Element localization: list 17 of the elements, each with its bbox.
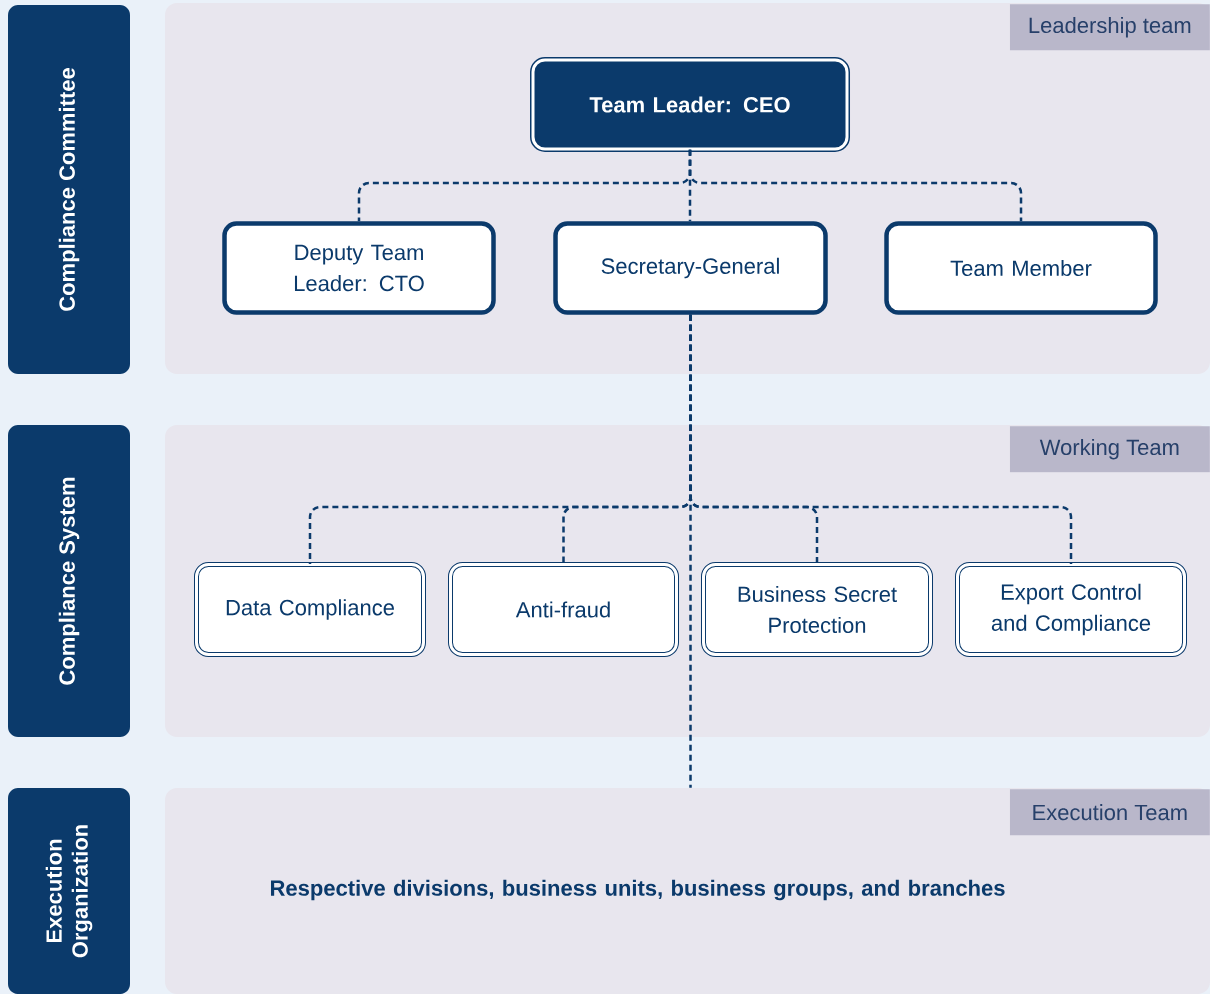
side-band: Compliance System (8, 425, 130, 737)
connector-line (688, 149, 1023, 222)
team-tag: Leadership team (1009, 4, 1210, 51)
role-box: Team Member (884, 221, 1158, 315)
role-box: Deputy Team Leader: CTO (222, 221, 496, 315)
function-box: Anti-fraud (448, 562, 679, 657)
team-tag: Execution Team (1009, 789, 1210, 836)
team-tag: Working Team (1009, 426, 1210, 473)
leader-box: Team Leader: CEO (530, 57, 850, 152)
function-box: Business Secret Protection (701, 562, 933, 657)
side-band: Compliance Committee (8, 5, 130, 374)
connector-line (689, 314, 692, 788)
body-text: Respective divisions, business units, business groups, and branches (271, 879, 1005, 901)
role-box: Secretary-General (553, 221, 828, 315)
function-box: Data Compliance (194, 562, 426, 657)
function-box: Export Control and Compliance (955, 562, 1187, 657)
side-band: Execution Organization (8, 788, 130, 994)
